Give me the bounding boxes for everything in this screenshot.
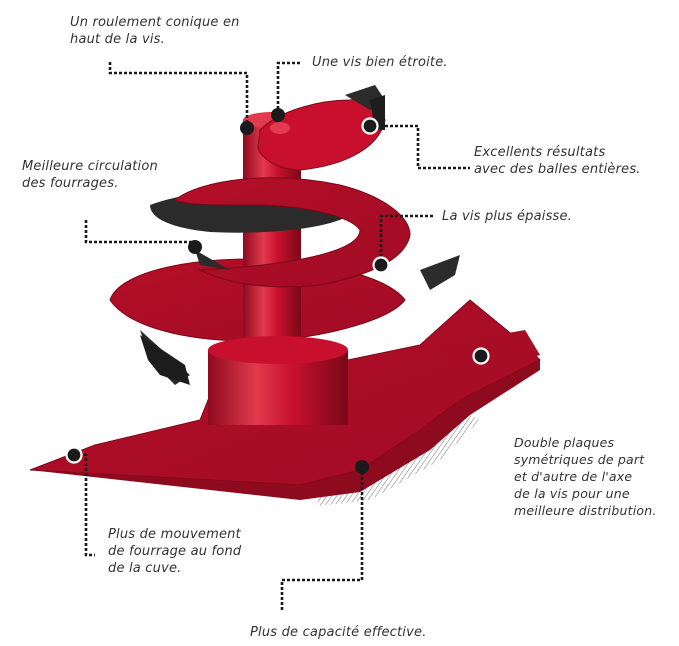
leader-capacity — [280, 467, 364, 610]
callout-top-bearing: Un roulement conique en haut de la vis. — [70, 15, 240, 47]
callout-capacity: Plus de capacité effective. — [250, 625, 427, 640]
top-flight — [257, 85, 386, 171]
marker-forage-flow — [188, 240, 202, 254]
callout-double-plates: Double plaques symétriques de part et d'… — [514, 435, 657, 518]
callout-narrow-screw: Une vis bien étroite. — [312, 55, 448, 70]
marker-thicker-screw — [372, 256, 390, 274]
middle-flight — [150, 177, 411, 288]
marker-bottom-movement — [65, 446, 83, 464]
callout-thicker-screw: La vis plus épaisse. — [442, 209, 573, 224]
leader-narrow-screw — [276, 61, 300, 115]
marker-whole-bales — [361, 117, 379, 135]
leader-whole-bales — [370, 124, 470, 170]
callout-forage-flow: Meilleure circulation des fourrages. — [22, 159, 158, 191]
callout-markers — [65, 108, 490, 474]
leader-top-bearing — [108, 62, 249, 128]
marker-top-bearing — [240, 121, 254, 135]
marker-double-plates — [472, 347, 490, 365]
callout-bottom-movement: Plus de mouvement de fourrage au fond de… — [108, 527, 242, 576]
marker-capacity — [355, 460, 369, 474]
marker-narrow-screw — [271, 108, 285, 122]
callout-whole-bales: Excellents résultats avec des balles ent… — [474, 145, 641, 177]
leader-thicker-screw — [379, 214, 433, 265]
